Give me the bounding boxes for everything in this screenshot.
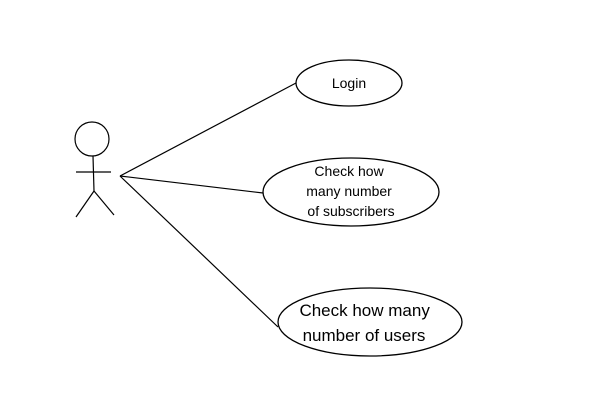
association-login [119,82,297,177]
use-case-check-users-ellipse [277,287,463,357]
use-case-check-subscribers: Check how many number of subscribers [262,157,440,227]
actor-head [74,121,110,157]
association-check-subscribers [119,175,264,194]
use-case-login-ellipse [295,59,403,107]
use-case-login-label: Login [332,75,366,91]
actor-stick-figure [74,121,115,218]
actor-right-leg [93,190,115,216]
associations [119,82,297,328]
association-check-users [119,175,279,328]
actor-body [92,155,95,192]
actor-left-leg [75,190,95,218]
use-case-check-users-label: Check how many number of users [299,301,434,345]
use-case-login: Login [295,59,403,107]
use-case-check-subscribers-ellipse [262,157,440,227]
use-case-check-users: Check how many number of users [277,287,463,357]
use-case-check-subscribers-label: Check how many number of subscribers [306,163,395,219]
